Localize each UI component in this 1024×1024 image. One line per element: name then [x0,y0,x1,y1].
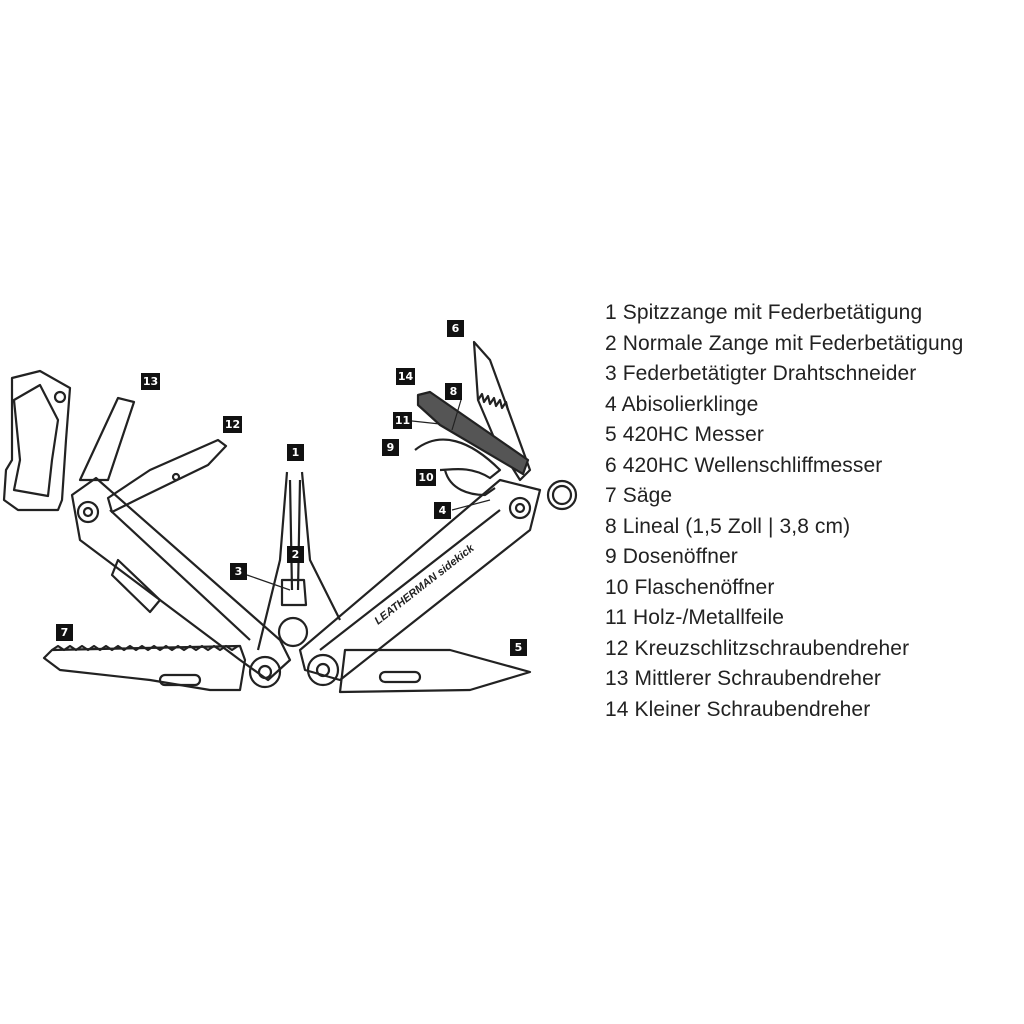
carabiner [2,369,72,512]
callout-9: 9 [382,439,399,456]
callout-8: 8 [445,383,462,400]
legend-item: 9 Dosenöffner [605,545,738,568]
right-handle [298,478,542,682]
legend-item: 3 Federbetätigter Drahtschneider [605,362,917,385]
callout-5: 5 [510,639,527,656]
callout-4: 4 [434,502,451,519]
callout-10: 10 [416,469,436,486]
callout-13: 13 [141,373,160,390]
legend-item: 4 Abisolierklinge [605,392,759,416]
tool-7-saw [42,644,247,692]
tool-1-needlenose-pliers [256,471,341,651]
callout-11: 11 [393,412,412,429]
callout-7: 7 [56,624,73,641]
legend-item: 13 Mittlerer Schraubendreher [605,667,881,690]
legend-item: 14 Kleiner Schraubendreher [605,697,871,721]
tool-11-file [416,390,530,476]
callout-12: 12 [223,416,242,433]
callout-14: 14 [396,368,415,385]
legend-item: 8 Lineal (1,5 Zoll | 3,8 cm) [605,514,851,538]
tool-5-knife [338,648,532,694]
tool-12-phillips [106,438,228,514]
legend-item: 10 Flaschenöffner [605,575,775,599]
legend-item: 11 Holz-/Metallfeile [605,606,785,629]
multitool-illustration: LEATHERMAN sidekick [2,340,578,694]
legend-item: 1 Spitzzange mit Federbetätigung [605,301,923,324]
tool-9-10-openers [414,438,502,497]
legend-item: 2 Normale Zange mit Federbetätigung [605,331,964,355]
callout-6: 6 [447,320,464,337]
legend-item: 6 420HC Wellenschliffmesser [605,453,883,477]
legend-item: 12 Kreuzschlitzschraubendreher [605,636,910,660]
legend-item: 7 Säge [605,484,673,507]
parts-legend: 1 Spitzzange mit Federbetätigung 2 Norma… [605,298,963,725]
callout-3: 3 [230,563,247,580]
callout-1: 1 [287,444,304,461]
legend-item: 5 420HC Messer [605,423,764,446]
callout-2: 2 [287,546,304,563]
tool-13-medium-screwdriver [78,396,136,482]
